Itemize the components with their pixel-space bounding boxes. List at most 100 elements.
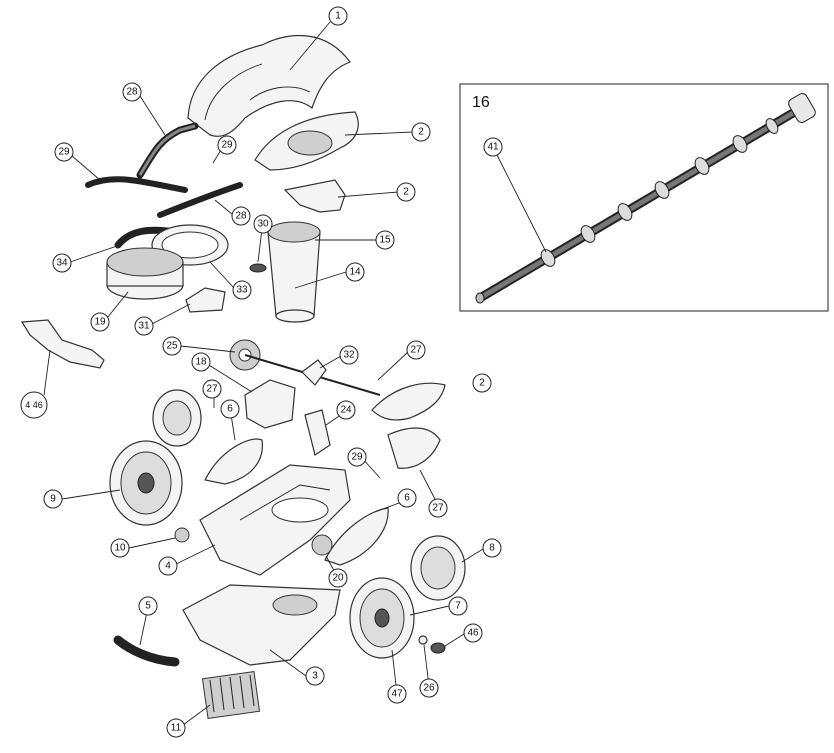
callout-4-46: 4 46 [20,391,48,419]
clip-32 [301,359,327,386]
callout-18: 18 [191,352,211,372]
callout-3: 3 [305,666,325,686]
svg-text:29: 29 [58,147,70,158]
svg-text:18: 18 [195,357,207,368]
callout-29-left: 29 [54,142,74,162]
svg-text:4 46: 4 46 [25,400,43,410]
svg-text:29: 29 [351,452,363,463]
callout-29-right: 29 [347,447,367,467]
svg-text:10: 10 [114,543,126,554]
svg-text:27: 27 [410,345,422,356]
callout-14: 14 [345,262,365,282]
svg-text:31: 31 [138,321,150,332]
callout-32: 32 [339,345,359,365]
callout-2-middle: 2 [396,182,416,202]
callout-6-right: 6 [397,488,417,508]
svg-text:27: 27 [206,384,218,395]
svg-text:20: 20 [332,573,344,584]
callout-31: 31 [134,316,154,336]
callout-26: 26 [419,678,439,698]
svg-text:5: 5 [145,601,151,612]
svg-text:47: 47 [391,689,403,700]
callout-34: 34 [52,253,72,273]
inset-label: 16 [472,94,490,111]
brush-shaft [475,93,816,304]
svg-text:25: 25 [166,341,178,352]
callout-20: 20 [328,568,348,588]
svg-text:7: 7 [455,601,461,612]
callout-30: 30 [253,214,273,234]
brush-roller-11 [201,671,261,719]
gearbox [244,379,296,429]
callout-11: 11 [166,718,186,738]
callout-24: 24 [336,400,356,420]
svg-text:32: 32 [343,350,355,361]
right-side-panel [371,382,446,421]
svg-text:30: 30 [257,219,269,230]
svg-text:4: 4 [165,561,171,572]
svg-text:19: 19 [94,317,106,328]
suction-cylinder [267,221,321,323]
middle-panel [283,179,346,213]
bottom-plate [182,584,341,666]
svg-text:3: 3 [312,671,318,682]
small-clip [249,263,267,273]
svg-text:24: 24 [340,405,352,416]
valve-body [106,247,184,300]
callout-19: 19 [90,312,110,332]
svg-text:9: 9 [50,494,56,505]
hose-left [85,176,188,193]
callout-4: 4 [158,556,178,576]
inset-box: 16 [459,83,829,312]
chassis-frame [199,464,351,576]
drive-pinion [311,534,333,556]
strap-5 [113,635,180,667]
callout-15: 15 [375,230,395,250]
callout-29-top: 29 [217,135,237,155]
callout-5: 5 [138,596,158,616]
callout-2-top: 2 [411,122,431,142]
svg-text:29: 29 [221,140,233,151]
svg-text:8: 8 [489,543,495,554]
svg-text:15: 15 [379,235,391,246]
svg-text:33: 33 [236,285,248,296]
top-cover [187,34,351,137]
svg-text:6: 6 [227,404,233,415]
callout-27-right: 27 [428,498,448,518]
callout-8: 8 [482,538,502,558]
callout-9: 9 [43,489,63,509]
svg-text:27: 27 [432,503,444,514]
svg-text:28: 28 [126,87,138,98]
svg-text:26: 26 [423,683,435,694]
svg-text:34: 34 [56,258,68,269]
wheel-left-large [109,440,183,526]
svg-text:11: 11 [171,723,182,734]
left-side-panel [204,438,263,485]
svg-text:1: 1 [335,11,341,22]
swivel-post [304,409,331,456]
callout-6-left: 6 [220,399,240,419]
svg-text:2: 2 [418,127,424,138]
wheel-right-small [410,535,466,601]
bearing-10 [174,527,190,543]
screw-26 [418,635,428,645]
wheel-right-large [349,577,415,659]
side-arm [20,319,105,369]
callout-28-top: 28 [122,82,142,102]
callout-27-top: 27 [406,340,426,360]
callout-1: 1 [328,6,348,26]
svg-text:28: 28 [235,211,247,222]
hose-right [157,182,243,218]
hub-cap-46 [430,642,446,654]
callout-27-left: 27 [202,379,222,399]
callout-47: 47 [387,684,407,704]
right-outer-panel [324,507,389,566]
callout-7: 7 [448,596,468,616]
svg-text:14: 14 [349,267,361,278]
callout-10: 10 [110,538,130,558]
callout-2-right: 2 [472,373,492,393]
svg-text:2: 2 [479,378,485,389]
callout-46: 46 [463,623,483,643]
callout-25: 25 [162,336,182,356]
